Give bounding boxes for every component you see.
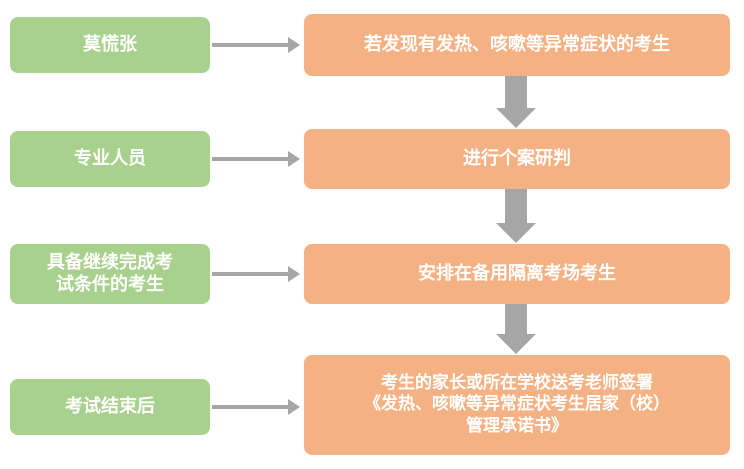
step-box-2-label: 进行个案研判 xyxy=(463,147,571,169)
step-box-4: 考生的家长或所在学校送考老师签署 《发热、咳嗽等异常症状考生居家（校） 管理承诺… xyxy=(304,355,730,455)
left-box-2-label: 专业人员 xyxy=(74,147,146,169)
step-box-2: 进行个案研判 xyxy=(304,129,730,189)
arrow-right-1 xyxy=(212,37,300,53)
arrow-down-1 xyxy=(496,76,536,128)
step-box-4-line-2: 《发热、咳嗽等异常症状考生居家（校） xyxy=(364,394,670,415)
arrow-right-3 xyxy=(212,266,300,282)
left-box-3: 具备继续完成考 试条件的考生 xyxy=(10,244,210,304)
arrow-right-4 xyxy=(212,399,300,415)
left-box-4-label: 考试结束后 xyxy=(65,395,155,417)
step-box-4-line-3: 管理承诺书》 xyxy=(466,415,568,436)
left-box-1-label: 莫慌张 xyxy=(83,33,137,55)
step-box-1-label: 若发现有发热、咳嗽等异常症状的考生 xyxy=(364,33,670,55)
step-box-3-label: 安排在备用隔离考场考生 xyxy=(418,262,616,284)
step-box-4-line-1: 考生的家长或所在学校送考老师签署 xyxy=(381,373,653,394)
arrow-down-3 xyxy=(496,304,536,354)
left-box-3-line-2: 试条件的考生 xyxy=(56,274,164,295)
arrow-down-2 xyxy=(496,189,536,243)
left-box-1: 莫慌张 xyxy=(10,17,210,73)
step-box-1: 若发现有发热、咳嗽等异常症状的考生 xyxy=(304,14,730,76)
step-box-3: 安排在备用隔离考场考生 xyxy=(304,244,730,304)
left-box-2: 专业人员 xyxy=(10,131,210,187)
arrow-right-2 xyxy=(212,151,300,167)
left-box-3-line-1: 具备继续完成考 xyxy=(47,251,173,273)
left-box-4: 考试结束后 xyxy=(10,379,210,435)
